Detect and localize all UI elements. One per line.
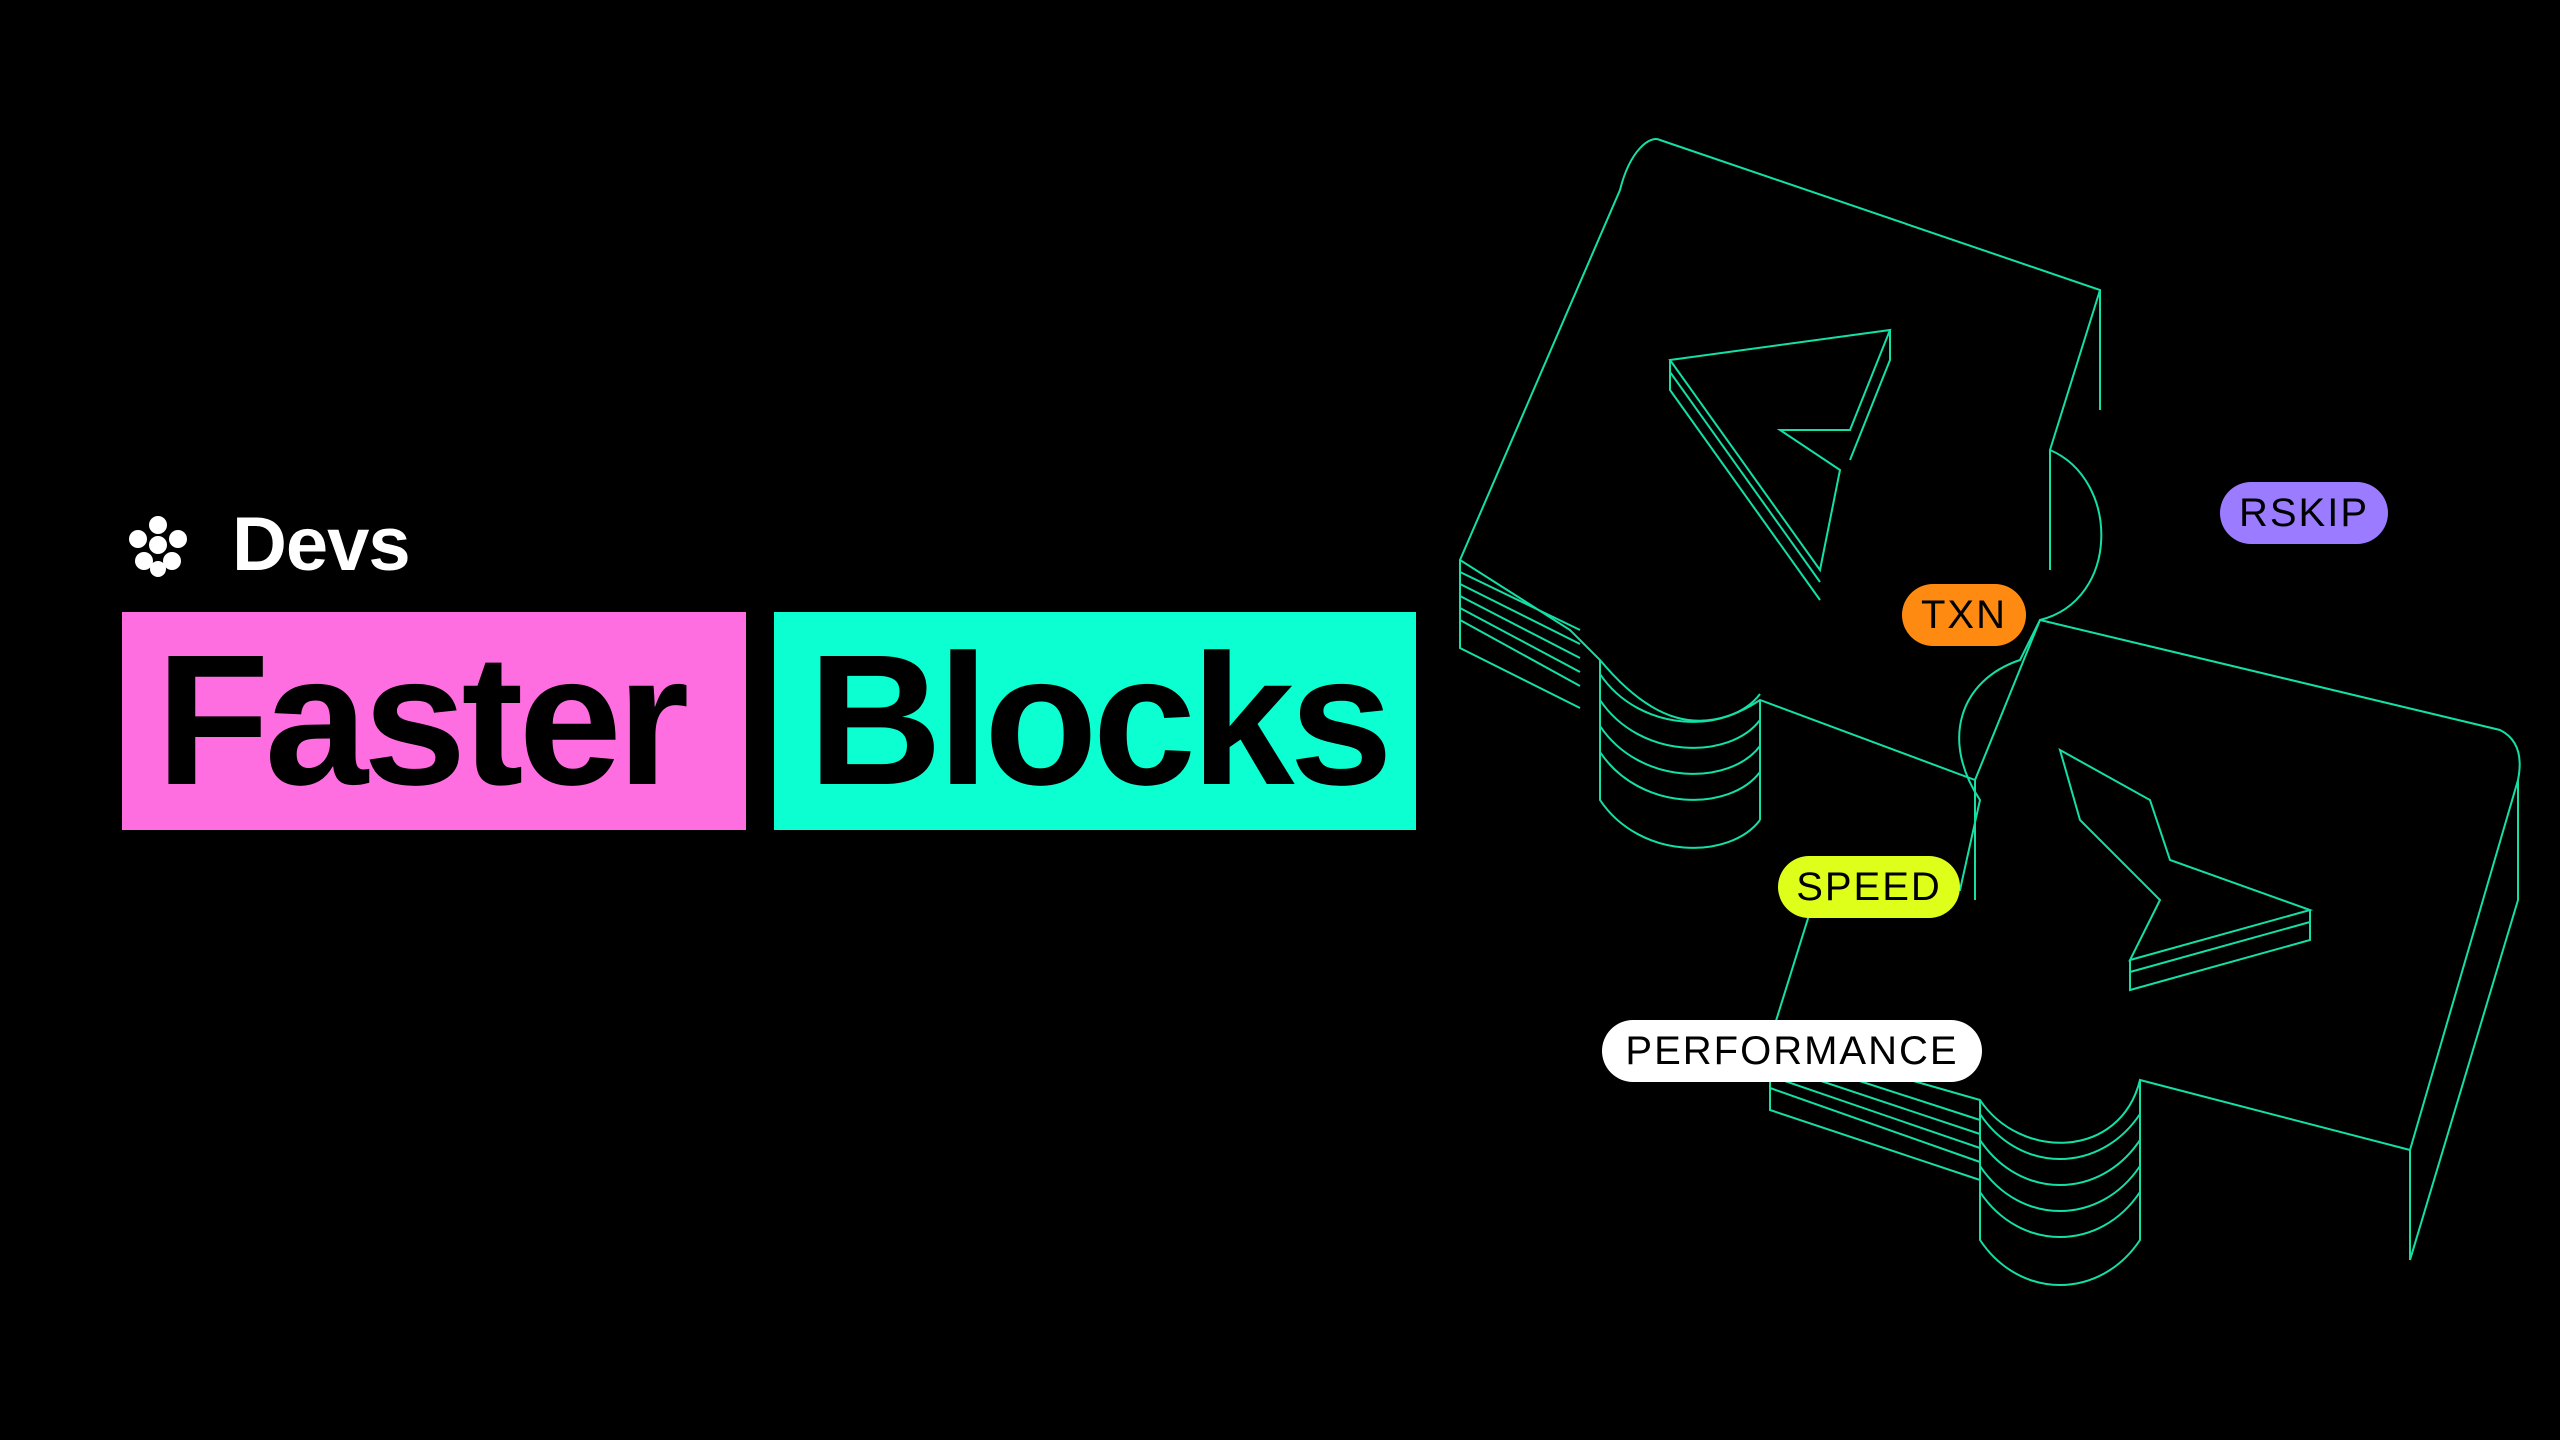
chevron-left-icon (1668, 328, 1892, 601)
title-word-blocks: Blocks (774, 612, 1416, 830)
puzzle-illustration (1458, 138, 2521, 1286)
tag-rskip: RSKIP (2220, 482, 2388, 544)
puzzle-piece-icon (1768, 618, 2521, 1286)
chevron-right-icon (2058, 747, 2314, 992)
tag-txn: TXN (1902, 584, 2026, 646)
tag-speed: SPEED (1778, 856, 1960, 918)
molecule-cluster-icon (129, 516, 187, 577)
puzzle-piece-icon (1458, 138, 2103, 900)
title-word-faster: Faster (122, 612, 746, 830)
brand-name: Devs (232, 502, 411, 587)
tag-performance: PERFORMANCE (1602, 1020, 1982, 1082)
brand: Devs (124, 500, 411, 590)
